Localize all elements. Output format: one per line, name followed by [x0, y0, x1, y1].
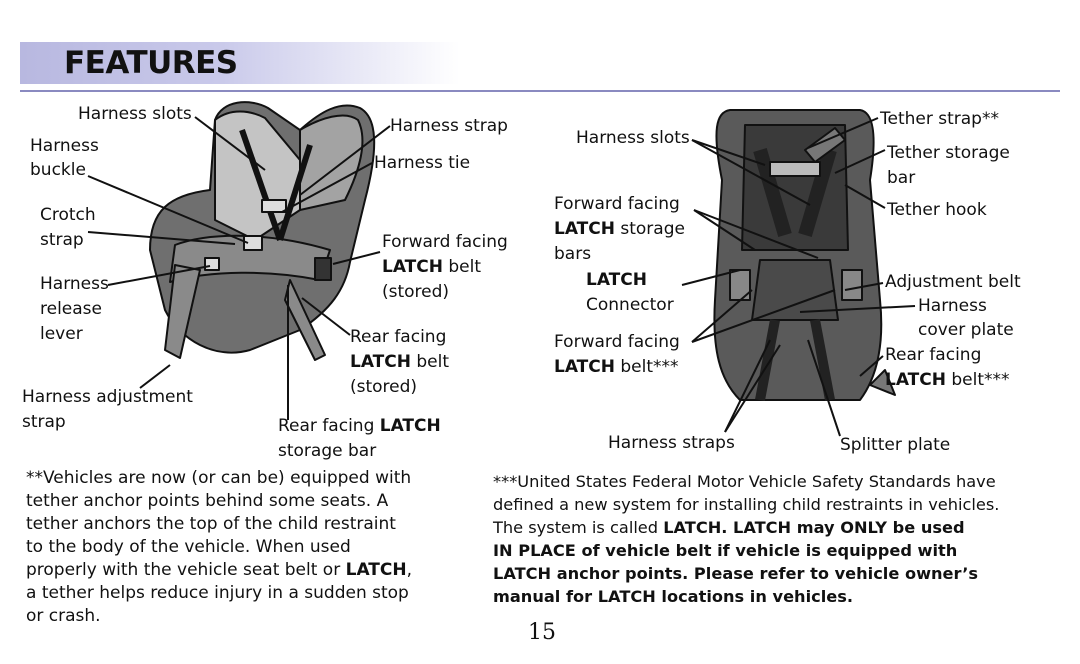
header-rule [20, 90, 1060, 92]
right-leader-lines [681, 117, 916, 437]
note-line: defined a new system for installing chil… [493, 495, 1000, 514]
label-rear-latch-belt-line3: (stored) [350, 377, 418, 397]
note-line: to the body of the vehicle. When used [26, 537, 351, 557]
label-harness-buckle-line1: Harness [30, 136, 99, 156]
label-tether-hook: Tether hook [887, 200, 987, 220]
label-release-line1: Harness [40, 274, 109, 294]
label-fwd-belt-line1: Forward facing [554, 332, 680, 352]
note-line: properly with the vehicle seat belt or L… [26, 560, 412, 580]
label-adjustment-belt: Adjustment belt [885, 272, 1021, 292]
label-fwd-storage-line2: LATCH storage [554, 219, 685, 239]
label-fwd-storage-line1: Forward facing [554, 194, 680, 214]
label-adjustment-strap-line2: strap [22, 412, 66, 432]
label-harness-straps: Harness straps [608, 433, 735, 453]
label-splitter-plate: Splitter plate [840, 435, 951, 455]
label-rear-latch-belt-line1: Rear facing [350, 327, 447, 347]
label-adjustment-strap-line1: Harness adjustment [22, 387, 193, 407]
label-fwd-latch-belt-line2: LATCH belt [382, 257, 482, 277]
header-bar [20, 42, 460, 84]
label-tether-storage-line2: bar [887, 168, 916, 188]
label-rear-belt-line1: Rear facing [885, 345, 982, 365]
note-line: manual for LATCH locations in vehicles. [493, 587, 854, 606]
label-harness-slots-left: Harness slots [78, 104, 192, 124]
label-fwd-belt-line2: LATCH belt*** [554, 357, 679, 377]
tether-note: **Vehicles are now (or can be) equipped … [26, 467, 466, 628]
latch-standards-note: ***United States Federal Motor Vehicle S… [493, 470, 1063, 608]
label-rear-storage-bar-line2: storage bar [278, 441, 377, 461]
note-line: ***United States Federal Motor Vehicle S… [493, 472, 996, 491]
note-line: The system is called LATCH. LATCH may ON… [493, 518, 965, 537]
note-line: LATCH anchor points. Please refer to veh… [493, 564, 978, 583]
label-release-line2: release [40, 299, 102, 319]
note-line: a tether helps reduce injury in a sudden… [26, 583, 409, 603]
label-cover-plate-line1: Harness [918, 296, 987, 316]
note-line: tether anchor points behind some seats. … [26, 491, 389, 511]
label-harness-buckle-line2: buckle [30, 160, 86, 180]
label-fwd-latch-belt-line3: (stored) [382, 282, 450, 302]
note-line: tether anchors the top of the child rest… [26, 514, 396, 534]
label-harness-slots-right: Harness slots [576, 128, 690, 148]
note-line: IN PLACE of vehicle belt if vehicle is e… [493, 541, 958, 560]
label-harness-strap: Harness strap [390, 116, 508, 136]
label-crotch-strap-line2: strap [40, 230, 84, 250]
label-rear-storage-bar-line1: Rear facing LATCH [278, 416, 441, 436]
label-tether-strap: Tether strap** [880, 109, 999, 129]
label-harness-tie: Harness tie [374, 153, 471, 173]
label-fwd-latch-belt-line1: Forward facing [382, 232, 508, 252]
page-number: 15 [528, 620, 556, 645]
car-seat-side-view [149, 101, 376, 361]
note-line: or crash. [26, 606, 101, 626]
left-leader-lines [87, 116, 391, 420]
label-release-line3: lever [40, 324, 83, 344]
label-latch-connector-line1: LATCH [586, 270, 647, 290]
label-cover-plate-line2: cover plate [918, 320, 1014, 340]
label-rear-latch-belt-line2: LATCH belt [350, 352, 450, 372]
label-crotch-strap-line1: Crotch [40, 205, 96, 225]
label-fwd-storage-line3: bars [554, 244, 592, 264]
label-latch-connector-line2: Connector [586, 295, 674, 315]
label-rear-belt-line2: LATCH belt*** [885, 370, 1010, 390]
label-tether-storage-line1: Tether storage [887, 143, 1010, 163]
car-seat-front-view [713, 109, 896, 401]
note-line: **Vehicles are now (or can be) equipped … [26, 468, 412, 488]
page-title: FEATURES [64, 45, 238, 81]
